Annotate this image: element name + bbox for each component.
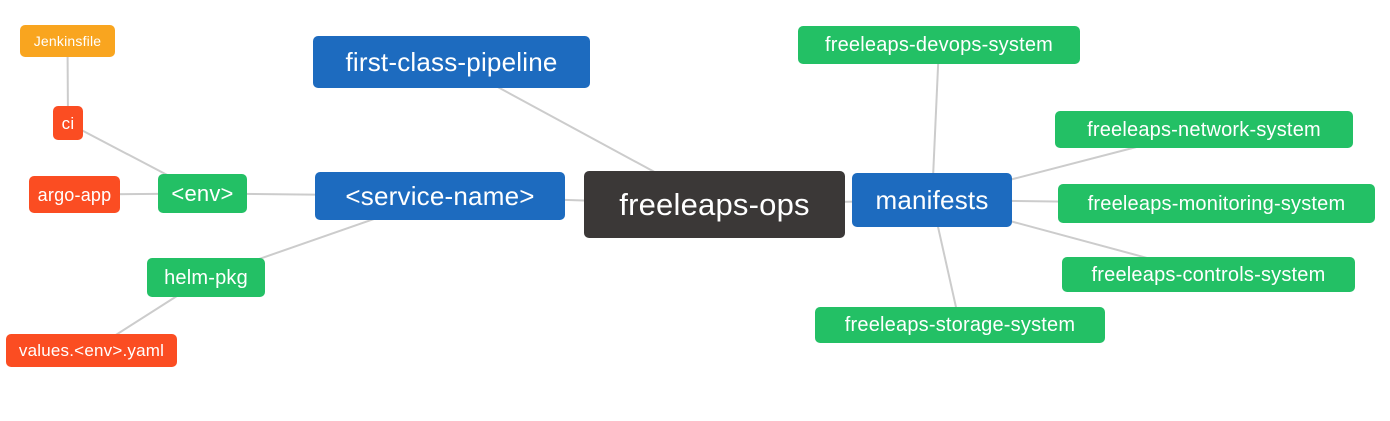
node-first-class-pipeline[interactable]: first-class-pipeline [313, 36, 590, 88]
node-ci[interactable]: ci [53, 106, 83, 140]
node-manifests[interactable]: manifests [852, 173, 1012, 227]
node-freeleaps-network-system[interactable]: freeleaps-network-system [1055, 111, 1353, 148]
node-helm-pkg[interactable]: helm-pkg [147, 258, 265, 297]
node-jenkinsfile[interactable]: Jenkinsfile [20, 25, 115, 57]
node-values-env-yaml[interactable]: values.<env>.yaml [6, 334, 177, 367]
node-freeleaps-monitoring-system[interactable]: freeleaps-monitoring-system [1058, 184, 1375, 223]
node-freeleaps-controls-system[interactable]: freeleaps-controls-system [1062, 257, 1355, 292]
node-service-name[interactable]: <service-name> [315, 172, 565, 220]
node-freeleaps-ops[interactable]: freeleaps-ops [584, 171, 845, 238]
node-freeleaps-storage-system[interactable]: freeleaps-storage-system [815, 307, 1105, 343]
node-argo-app[interactable]: argo-app [29, 176, 120, 213]
node-freeleaps-devops-system[interactable]: freeleaps-devops-system [798, 26, 1080, 64]
node-env[interactable]: <env> [158, 174, 247, 213]
